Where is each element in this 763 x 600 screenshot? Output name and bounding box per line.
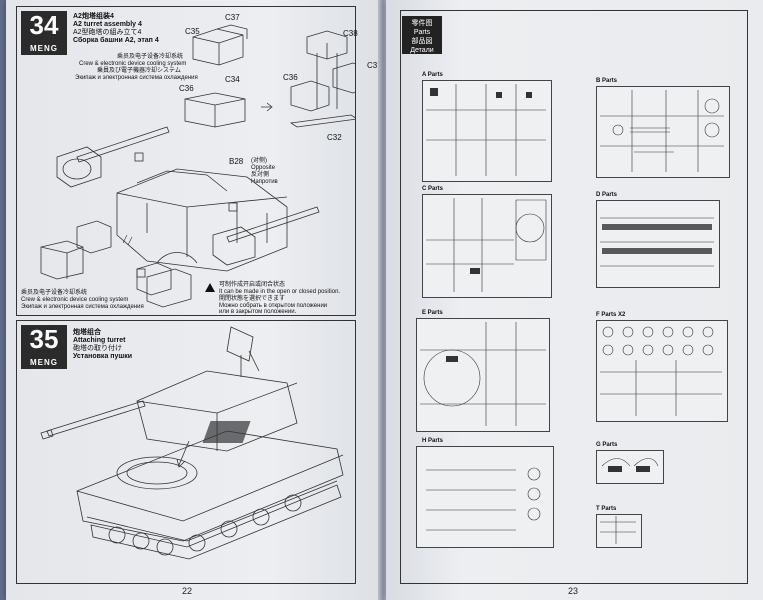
step-34-note1-ru: Экипаж и электронная система охлаждения <box>75 75 198 81</box>
step-34-note2-ru: Экипаж и электронная система охлаждения <box>21 304 144 310</box>
right-page-number: 23 <box>568 586 579 596</box>
sprue-g <box>596 450 664 484</box>
part-label-c35: C35 <box>185 27 200 36</box>
step-35-title-en: Attaching turret <box>73 337 126 344</box>
sprue-label-b: B Parts <box>596 78 618 84</box>
step-35-number: 35 <box>21 325 67 359</box>
step-35-title-jp: 砲塔の取り付け <box>73 345 122 352</box>
sprue-d <box>596 200 720 288</box>
step-34-title-ru: Сборка башни A2, этап 4 <box>73 37 159 44</box>
step-34-number: 34 <box>21 11 67 45</box>
part-label-c37: C37 <box>225 13 240 22</box>
sprue-h <box>416 446 554 548</box>
sprue-c <box>422 194 552 298</box>
book-spine <box>378 0 388 600</box>
sprue-parts-drawing <box>420 84 724 544</box>
step-34-note1-en: Crew & electronic device cooling system <box>79 61 187 67</box>
warning-icon <box>205 283 215 292</box>
step-34-panel: 34 MENG A2炮塔组装4 A2 turret assembly 4 A2型… <box>16 6 382 316</box>
parts-header: 零件图 Parts 部品図 Детали <box>402 16 442 54</box>
sprue-label-c: C Parts <box>422 186 444 192</box>
sprue-f <box>596 320 728 422</box>
parts-header-en: Parts <box>413 29 431 36</box>
step-34-illustration <box>40 24 355 308</box>
step-34-note2-cn: 乘员及电子设备冷却系统 <box>21 290 88 296</box>
step-34-title-cn: A2炮塔组装4 <box>73 13 114 20</box>
step-34-title-jp: A2型砲塔の組み立て4 <box>73 29 142 36</box>
sprue-label-f: F Parts X2 <box>596 312 626 318</box>
sprue-label-h: H Parts <box>422 438 444 444</box>
part-label-c32: C32 <box>327 133 342 142</box>
sprue-t <box>596 514 642 548</box>
parts-panel <box>400 10 748 584</box>
step-34-note1-jp: 乗員及び電子機器冷却システム <box>97 68 181 74</box>
warning-en: It can be made in the open or closed pos… <box>219 289 341 295</box>
step-34-brand: MENG <box>21 43 67 55</box>
sprue-label-g: G Parts <box>596 442 618 448</box>
sprue-label-e: E Parts <box>422 310 443 316</box>
sprue-label-a: A Parts <box>422 72 443 78</box>
sprue-e <box>416 318 550 432</box>
part-label-b28: B28 <box>229 157 244 166</box>
part-label-c38: C38 <box>343 29 358 38</box>
b28-note-jp: 反対側 <box>251 172 270 178</box>
sprue-label-d: D Parts <box>596 192 618 198</box>
step-35-brand: MENG <box>21 357 67 369</box>
part-label-c36-b: C36 <box>283 73 298 82</box>
b28-note-en: Opposite <box>251 165 276 171</box>
left-page-number: 22 <box>182 586 193 596</box>
left-page: 34 MENG A2炮塔组装4 A2 turret assembly 4 A2型… <box>6 0 382 600</box>
step-34-title-en: A2 turret assembly 4 <box>73 21 142 28</box>
step-35-panel: 35 MENG 炮塔组合 Attaching turret 砲塔の取り付け Ус… <box>16 320 356 584</box>
b28-note-cn: (对侧) <box>251 158 267 164</box>
warning-cn: 可制作成开启或闭合状态 <box>219 282 286 288</box>
b28-note-ru: Напротив <box>251 179 278 185</box>
step-35-title-cn: 炮塔组合 <box>73 329 101 336</box>
parts-header-ru: Детали <box>410 47 434 54</box>
step-35-title-ru: Установка пушки <box>73 353 133 360</box>
part-label-c34: C34 <box>225 75 240 84</box>
warning-ru-1: Можно собрать в открытом положении <box>219 303 328 309</box>
part-label-c37-b: C37 <box>367 61 382 70</box>
parts-header-jp: 部品図 <box>411 38 433 45</box>
right-page: 零件图 Parts 部品図 Детали A Parts B Parts C P… <box>386 0 763 600</box>
part-label-c36: C36 <box>179 84 194 93</box>
warning-ru-2: или в закрытом положении. <box>219 309 297 315</box>
parts-header-cn: 零件图 <box>411 20 433 27</box>
sprue-label-t: T Parts <box>596 506 617 512</box>
step-34-note2-en: Crew & electronic device cooling system <box>21 297 129 303</box>
warning-jp: 開閉状態を選択できます <box>219 296 286 302</box>
step-35-tank-illustration <box>40 326 344 560</box>
step-34-note1-cn: 乘员及电子设备冷却系统 <box>117 54 184 60</box>
